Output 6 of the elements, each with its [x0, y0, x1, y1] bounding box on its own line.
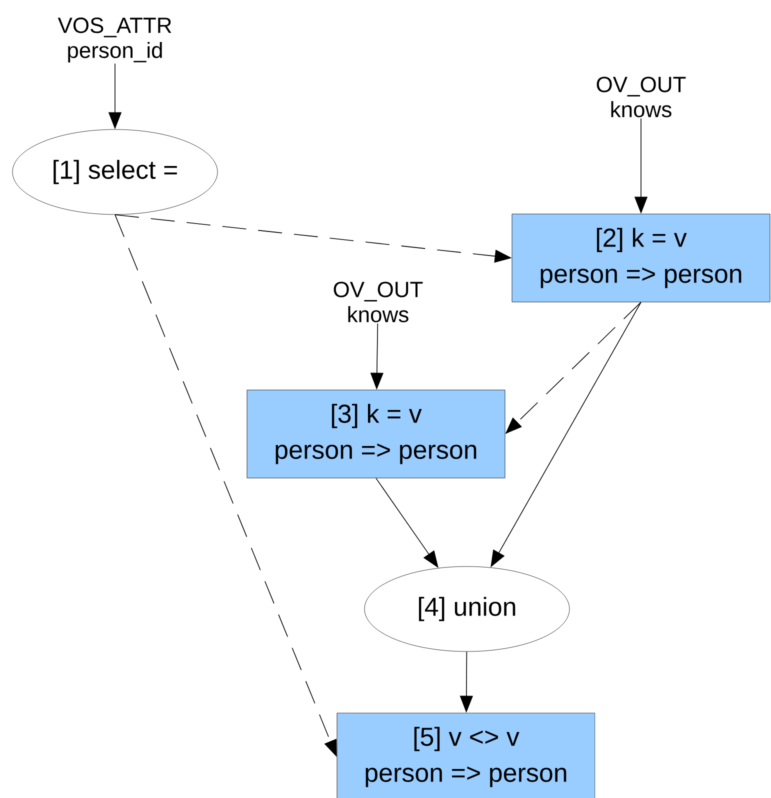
source-label: VOS_ATTR person_id: [58, 18, 172, 62]
operator-box: [2] k = v person => person: [512, 214, 770, 302]
source-label: OV_OUT knows: [334, 282, 423, 322]
operator-box: [5] v <> v person => person: [336, 712, 596, 798]
source-label: OV_OUT knows: [596, 76, 686, 118]
operator-box: [3] k = v person => person: [246, 390, 506, 478]
